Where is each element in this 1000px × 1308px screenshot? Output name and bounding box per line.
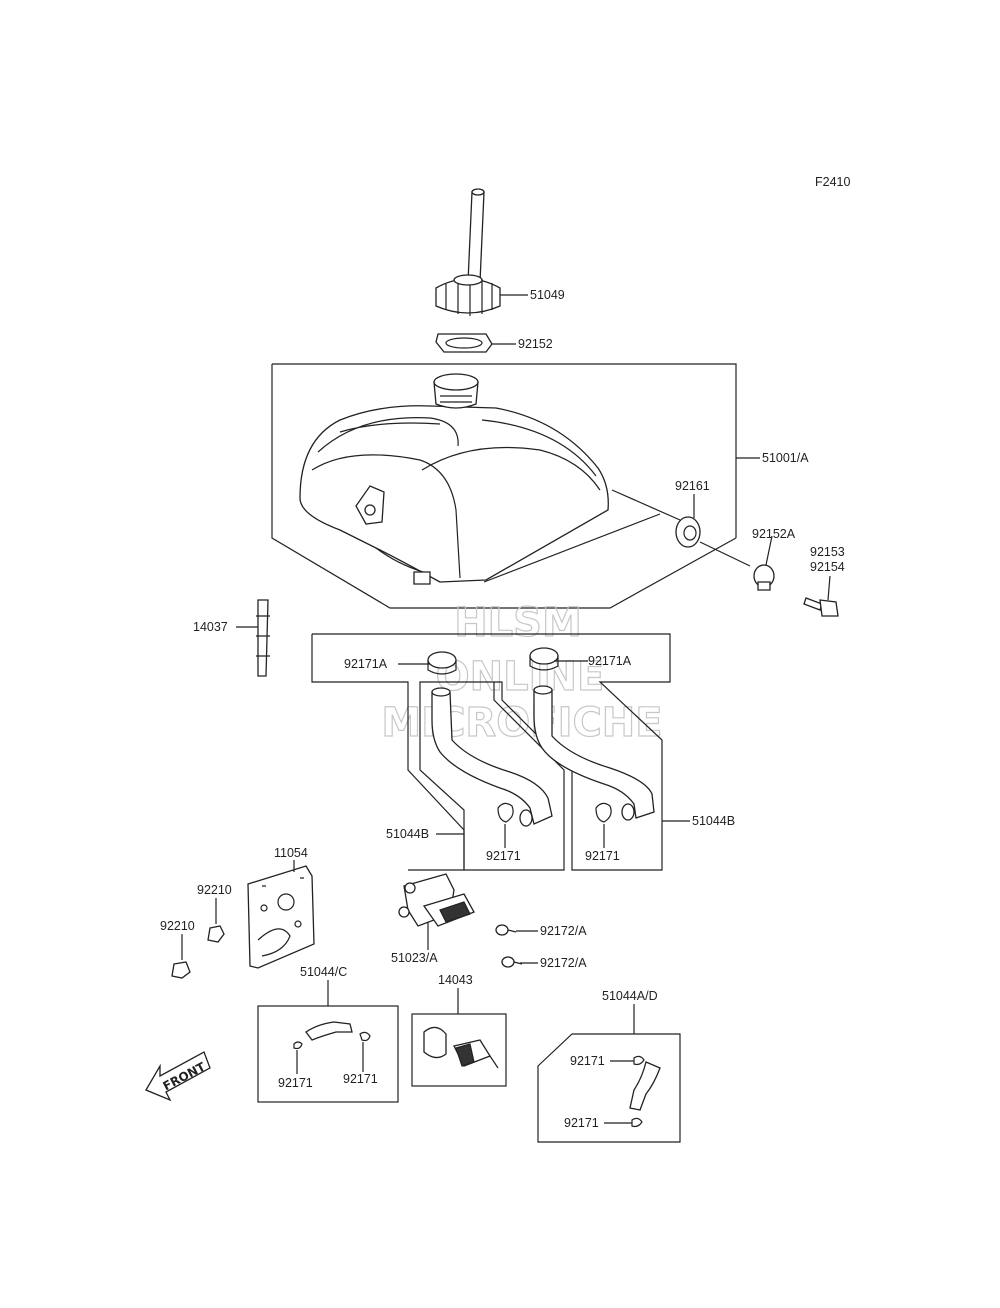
svg-text:MICROFICHE: MICROFICHE xyxy=(381,700,662,746)
label-clip-strip: 14037 xyxy=(193,620,228,634)
tank-group-frame xyxy=(271,363,737,609)
label-fuel-cock: 51023/A xyxy=(391,951,438,965)
damper-part xyxy=(675,516,701,548)
bolt-part xyxy=(803,597,839,617)
hose-left-clamp-part xyxy=(497,802,514,823)
fuel-tank-part xyxy=(299,373,681,585)
label-hose-left: 51044B xyxy=(386,827,429,841)
bracket-part xyxy=(247,865,315,969)
hose-group-frame-inner xyxy=(311,634,565,871)
label-tank: 51001/A xyxy=(762,451,809,465)
filter-group-frame xyxy=(411,1013,507,1087)
leader-collar xyxy=(765,535,773,566)
label-hose-right-clamp: 92171 xyxy=(585,849,620,863)
hose-c-clamp-right-part xyxy=(359,1031,371,1042)
hose-right-clamp-part xyxy=(595,802,612,823)
hose-ad-part xyxy=(629,1061,661,1111)
hose-right-part xyxy=(533,685,655,821)
label-hose-ad: 51044A/D xyxy=(602,989,658,1003)
hose-ad-group-frame xyxy=(537,1033,681,1143)
label-bracket: 11054 xyxy=(274,846,308,860)
collar-part xyxy=(753,564,775,591)
label-filter: 14043 xyxy=(438,973,473,987)
screw-upper-part xyxy=(495,924,517,936)
label-cap: 51049 xyxy=(530,288,565,302)
label-hose-ad-clamp-top: 92171 xyxy=(570,1054,605,1068)
label-hose-c-clamp-left: 92171 xyxy=(278,1076,313,1090)
hose-ad-clamp-top-part xyxy=(633,1055,645,1066)
nut-lower-part xyxy=(171,961,191,979)
label-hose-ad-clamp-bottom: 92171 xyxy=(564,1116,599,1130)
label-screw-upper: 92172/A xyxy=(540,924,587,938)
figure-code: F2410 xyxy=(815,175,850,189)
label-screw-lower: 92172/A xyxy=(540,956,587,970)
hose-c-part xyxy=(305,1021,353,1041)
front-arrow: FRONT xyxy=(145,1051,211,1102)
hose-c-clamp-left-part xyxy=(293,1041,303,1050)
watermark: HLSM ONLINE MICROFICHE xyxy=(381,599,663,746)
label-nut-upper: 92210 xyxy=(197,883,232,897)
screw-lower-part xyxy=(501,956,523,968)
label-damper: 92161 xyxy=(675,479,710,493)
cap-gasket-part xyxy=(435,333,493,353)
label-cap-gasket: 92152 xyxy=(518,337,553,351)
label-nut-lower: 92210 xyxy=(160,919,195,933)
hose-left-part xyxy=(431,687,553,827)
clamp-right-part xyxy=(529,647,559,671)
fuel-cock-part xyxy=(398,873,475,927)
label-hose-c-clamp-right: 92171 xyxy=(343,1072,378,1086)
breather-tube xyxy=(467,188,485,283)
svg-text:HLSM: HLSM xyxy=(454,600,582,646)
nut-upper-part xyxy=(207,925,225,943)
label-collar: 92152A xyxy=(752,527,796,541)
filter-part xyxy=(423,1026,499,1069)
label-hose-c: 51044/C xyxy=(300,965,347,979)
label-clamp-right: 92171A xyxy=(588,654,632,668)
hose-ad-clamp-bottom-part xyxy=(631,1117,643,1128)
clip-strip-part xyxy=(256,599,270,677)
leader-damper-to-collar xyxy=(699,541,751,567)
leader-bolt xyxy=(827,575,831,601)
fuel-cap-part xyxy=(435,274,501,316)
label-hose-left-clamp: 92171 xyxy=(486,849,521,863)
label-hose-right: 51044B xyxy=(692,814,735,828)
label-bolt-a: 92153 xyxy=(810,545,845,559)
label-clamp-left: 92171A xyxy=(344,657,388,671)
label-bolt-b: 92154 xyxy=(810,560,845,574)
clamp-left-part xyxy=(427,651,457,675)
